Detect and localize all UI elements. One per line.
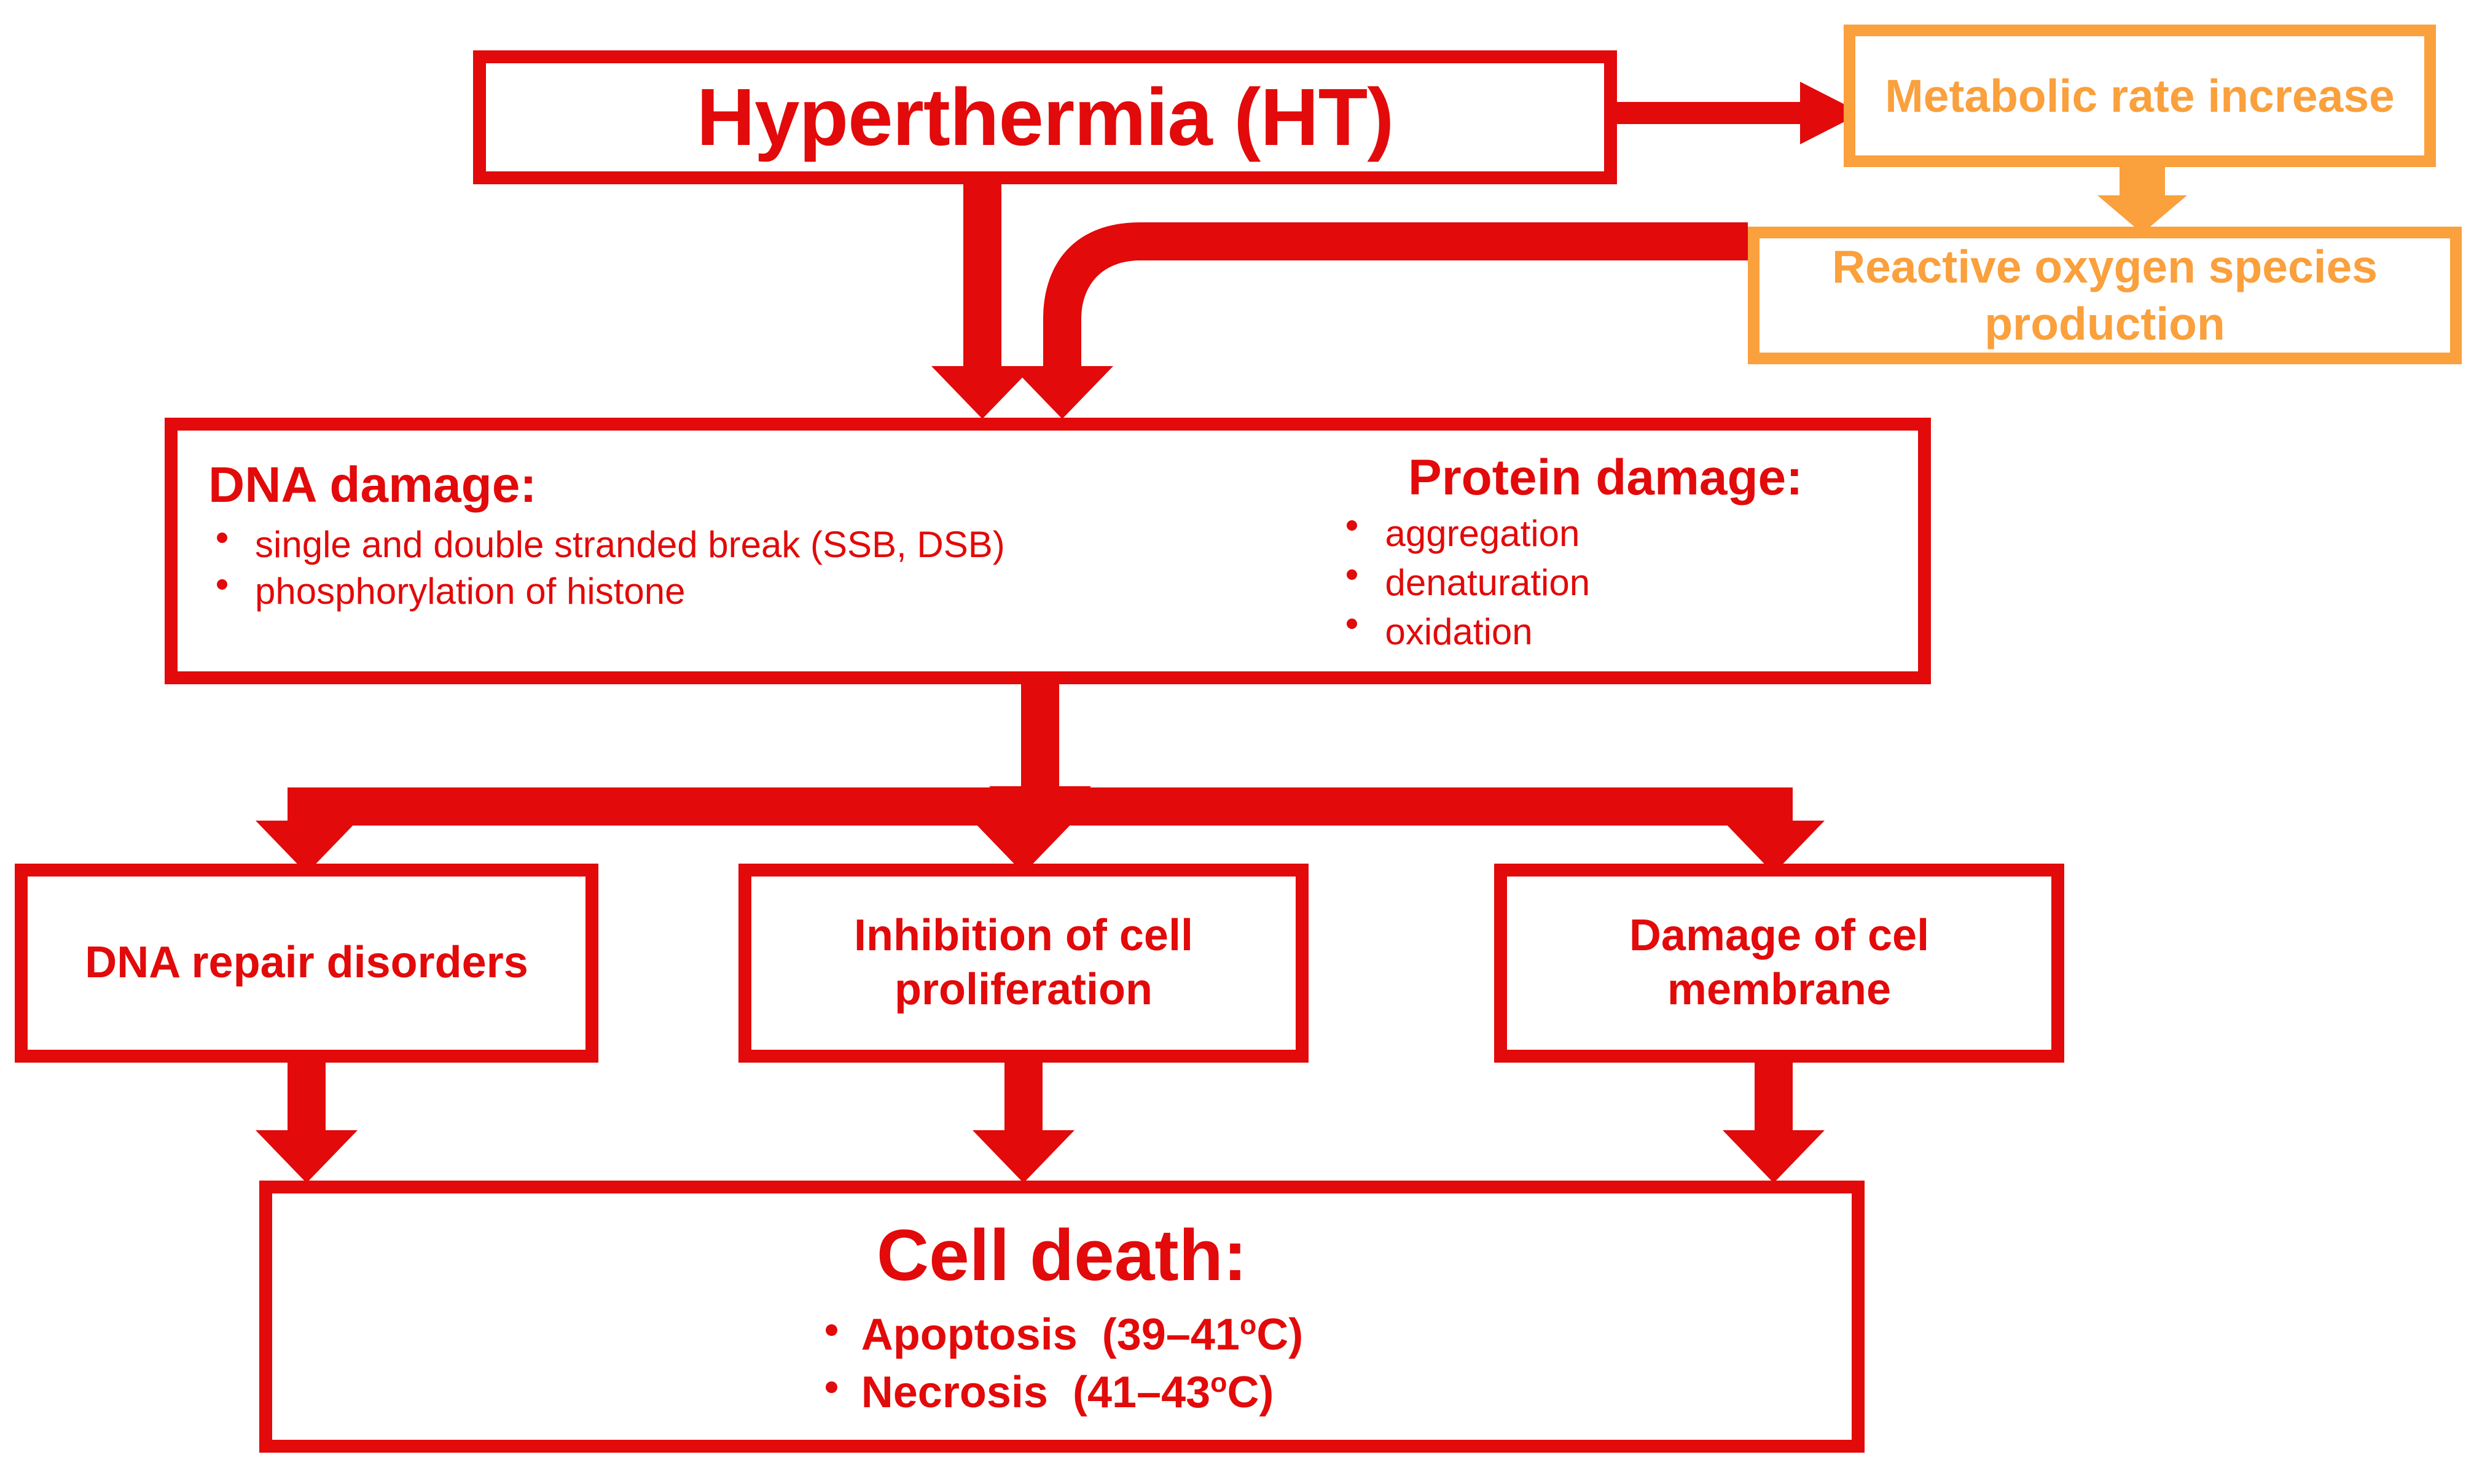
node-reactive-oxygen-species: Reactive oxygen species production xyxy=(1748,227,2462,364)
bullet-dot-icon xyxy=(1347,569,1358,580)
protein-damage-item-1: denaturation xyxy=(1385,561,1591,603)
dna-damage-list: single and double stranded break (SSB, D… xyxy=(208,521,1305,614)
cell-death-item-0-tail: C) xyxy=(1256,1310,1304,1359)
cell-death-item-1-name: Necrosis xyxy=(861,1367,1048,1417)
arrow-ros-to-damage xyxy=(1011,222,1748,419)
dna-damage-group: DNA damage: single and double stranded b… xyxy=(178,431,1305,671)
arrow-ht-to-damage xyxy=(931,184,1033,419)
cell-death-item-1-tail: C) xyxy=(1227,1367,1274,1417)
list-item: oxidation xyxy=(1317,607,1918,657)
protein-damage-list: aggregation denaturation oxidation xyxy=(1317,509,1918,656)
bullet-dot-icon xyxy=(1347,520,1358,531)
protein-damage-item-2: oxidation xyxy=(1385,611,1533,652)
cell-death-item-1-unit: o xyxy=(1210,1367,1227,1398)
arrow-metabolic-to-ros xyxy=(2097,167,2187,233)
dna-repair-disorders-label: DNA repair disorders xyxy=(85,938,528,988)
cell-death-heading: Cell death: xyxy=(876,1215,1248,1296)
membrane-damage-label: Damage of cel membrane xyxy=(1629,911,1930,1014)
bullet-dot-icon xyxy=(1347,618,1358,629)
arrow-damage-to-row3 xyxy=(256,684,1825,873)
ros-label: Reactive oxygen species production xyxy=(1832,241,2378,350)
cell-death-item-0-unit: o xyxy=(1239,1310,1257,1340)
dna-damage-item-1: phosphorylation of histone xyxy=(255,570,686,612)
list-item: phosphorylation of histone xyxy=(208,568,1305,615)
list-item: aggregation xyxy=(1317,509,1918,558)
list-item: single and double stranded break (SSB, D… xyxy=(208,521,1305,568)
bullet-dot-icon xyxy=(217,533,227,544)
cell-death-list: Apoptosis (39–41oC) Necrosis (41–43oC) xyxy=(821,1306,1303,1421)
arrow-membrane-to-celldeath xyxy=(1723,1063,1825,1183)
node-hyperthermia: Hyperthermia (HT) xyxy=(473,50,1617,184)
bullet-dot-icon xyxy=(825,1381,837,1394)
arrow-inhibition-to-celldeath xyxy=(973,1063,1075,1183)
dna-damage-item-0: single and double stranded break (SSB, D… xyxy=(255,524,1005,566)
hyperthermia-label: Hyperthermia (HT) xyxy=(696,72,1395,162)
cell-death-item-0-name: Apoptosis xyxy=(861,1310,1078,1359)
node-damage-of-cell-membrane: Damage of cel membrane xyxy=(1494,864,2064,1063)
inhibition-proliferation-label: Inhibition of cell proliferation xyxy=(854,911,1193,1014)
dna-damage-heading: DNA damage: xyxy=(208,457,537,513)
node-dna-and-protein-damage: DNA damage: single and double stranded b… xyxy=(165,418,1931,684)
node-inhibition-of-cell-proliferation: Inhibition of cell proliferation xyxy=(738,864,1309,1063)
protein-damage-heading: Protein damage: xyxy=(1408,450,1803,506)
protein-damage-group: Protein damage: aggregation denaturation… xyxy=(1305,431,1918,671)
node-dna-repair-disorders: DNA repair disorders xyxy=(15,864,598,1063)
bullet-dot-icon xyxy=(217,579,227,590)
bullet-dot-icon xyxy=(825,1324,837,1336)
metabolic-rate-label: Metabolic rate increase xyxy=(1885,69,2395,122)
arrow-repair-to-celldeath xyxy=(256,1063,358,1183)
list-item: Necrosis (41–43oC) xyxy=(821,1364,1303,1422)
protein-damage-item-0: aggregation xyxy=(1385,513,1580,555)
cell-death-item-0-range: (39–41 xyxy=(1102,1310,1240,1359)
list-item: denaturation xyxy=(1317,558,1918,607)
list-item: Apoptosis (39–41oC) xyxy=(821,1306,1303,1364)
arrow-ht-to-metabolic xyxy=(1617,82,1862,144)
cell-death-item-1-range: (41–43 xyxy=(1072,1367,1211,1417)
node-metabolic-rate: Metabolic rate increase xyxy=(1844,25,2436,167)
node-cell-death: Cell death: Apoptosis (39–41oC) Necrosis… xyxy=(259,1181,1865,1453)
